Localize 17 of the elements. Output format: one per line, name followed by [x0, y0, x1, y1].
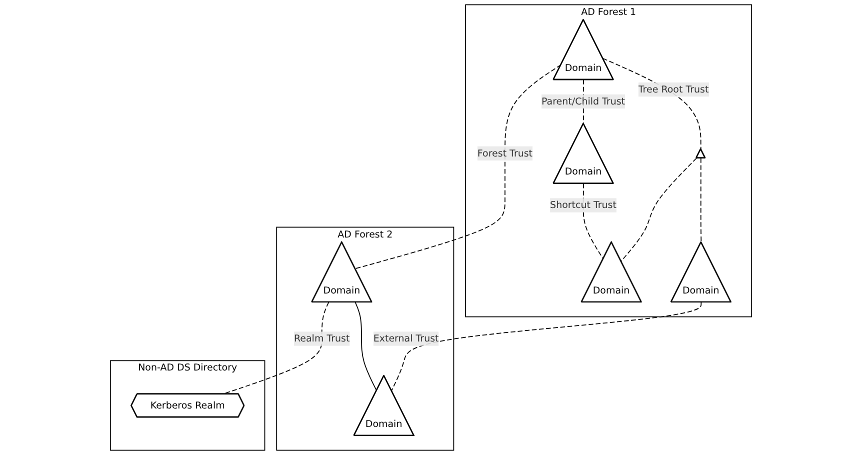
container-title: AD Forest 1 — [581, 6, 636, 18]
edge-label: External Trust — [373, 332, 439, 346]
domain-node: Domain — [552, 18, 614, 80]
edge-label: Tree Root Trust — [638, 82, 709, 97]
edge-label: Shortcut Trust — [550, 198, 616, 212]
container-title: Non-AD DS Directory — [138, 362, 238, 374]
domain-node: Domain — [580, 241, 642, 303]
domain-node: Domain — [552, 122, 614, 184]
domain-node: Domain — [670, 241, 732, 303]
edge-label: Forest Trust — [477, 146, 533, 160]
tree-triangle — [696, 148, 706, 158]
edge-label: Parent/Child Trust — [542, 94, 625, 109]
domain-node: Domain — [311, 241, 372, 303]
container-title: AD Forest 2 — [338, 228, 393, 240]
edge-label: Realm Trust — [294, 332, 350, 346]
domain-node: Domain — [353, 374, 414, 436]
realm-node: Kerberos Realm — [130, 393, 245, 418]
